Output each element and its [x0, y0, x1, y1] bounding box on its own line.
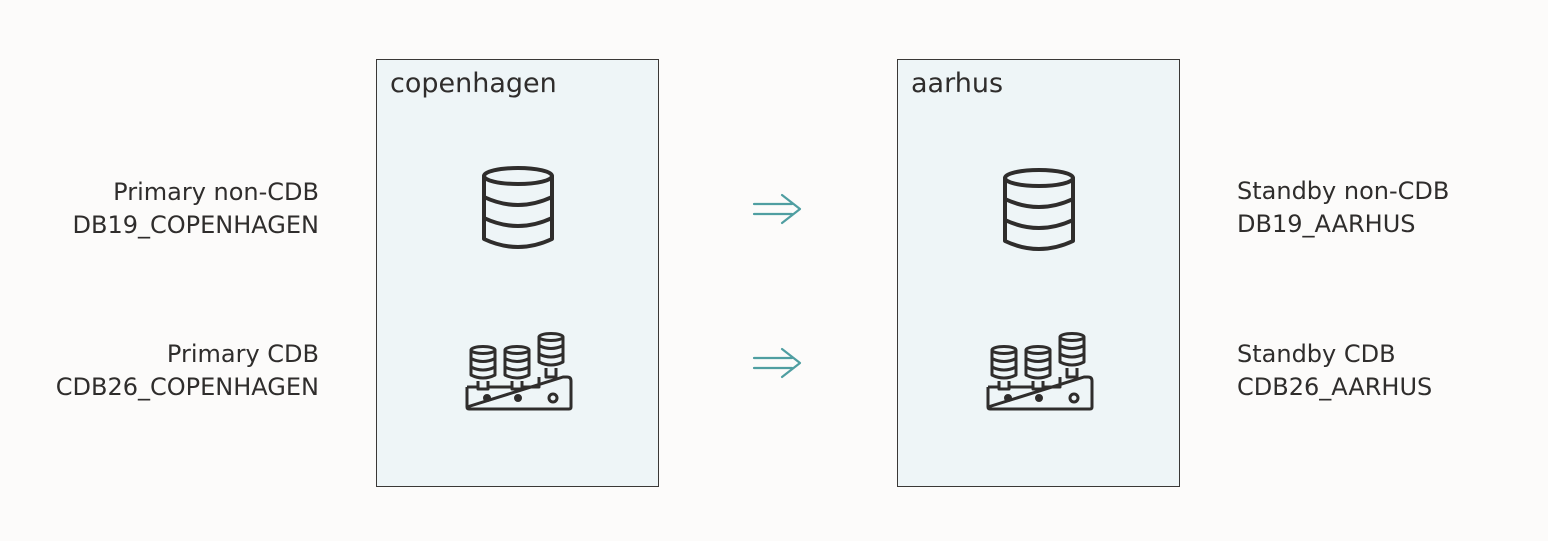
- container-database-icon: [463, 329, 575, 413]
- primary-noncdb-name: DB19_COPENHAGEN: [72, 211, 319, 239]
- primary-cdb-name: CDB26_COPENHAGEN: [55, 373, 319, 401]
- container-database-icon: [984, 329, 1096, 413]
- standby-noncdb-name: DB19_AARHUS: [1237, 210, 1416, 238]
- database-icon: [1000, 167, 1078, 253]
- standby-cdb-label: Standby CDB CDB26_AARHUS: [1237, 338, 1432, 404]
- database-icon: [479, 165, 557, 251]
- copenhagen-site-box: copenhagen: [376, 59, 659, 487]
- copenhagen-site-title: copenhagen: [390, 68, 557, 99]
- standby-noncdb-role: Standby non-CDB: [1237, 177, 1450, 205]
- primary-cdb-role: Primary CDB: [166, 340, 319, 368]
- double-arrow-right-icon: [752, 191, 804, 227]
- standby-noncdb-label: Standby non-CDB DB19_AARHUS: [1237, 175, 1449, 241]
- double-arrow-right-icon: [752, 345, 804, 381]
- aarhus-site-box: aarhus: [897, 59, 1180, 487]
- aarhus-site-title: aarhus: [911, 68, 1004, 99]
- primary-noncdb-label: Primary non-CDB DB19_COPENHAGEN: [73, 176, 319, 242]
- primary-noncdb-role: Primary non-CDB: [113, 178, 319, 206]
- primary-cdb-label: Primary CDB CDB26_COPENHAGEN: [56, 338, 319, 404]
- standby-cdb-name: CDB26_AARHUS: [1237, 373, 1433, 401]
- standby-cdb-role: Standby CDB: [1237, 340, 1396, 368]
